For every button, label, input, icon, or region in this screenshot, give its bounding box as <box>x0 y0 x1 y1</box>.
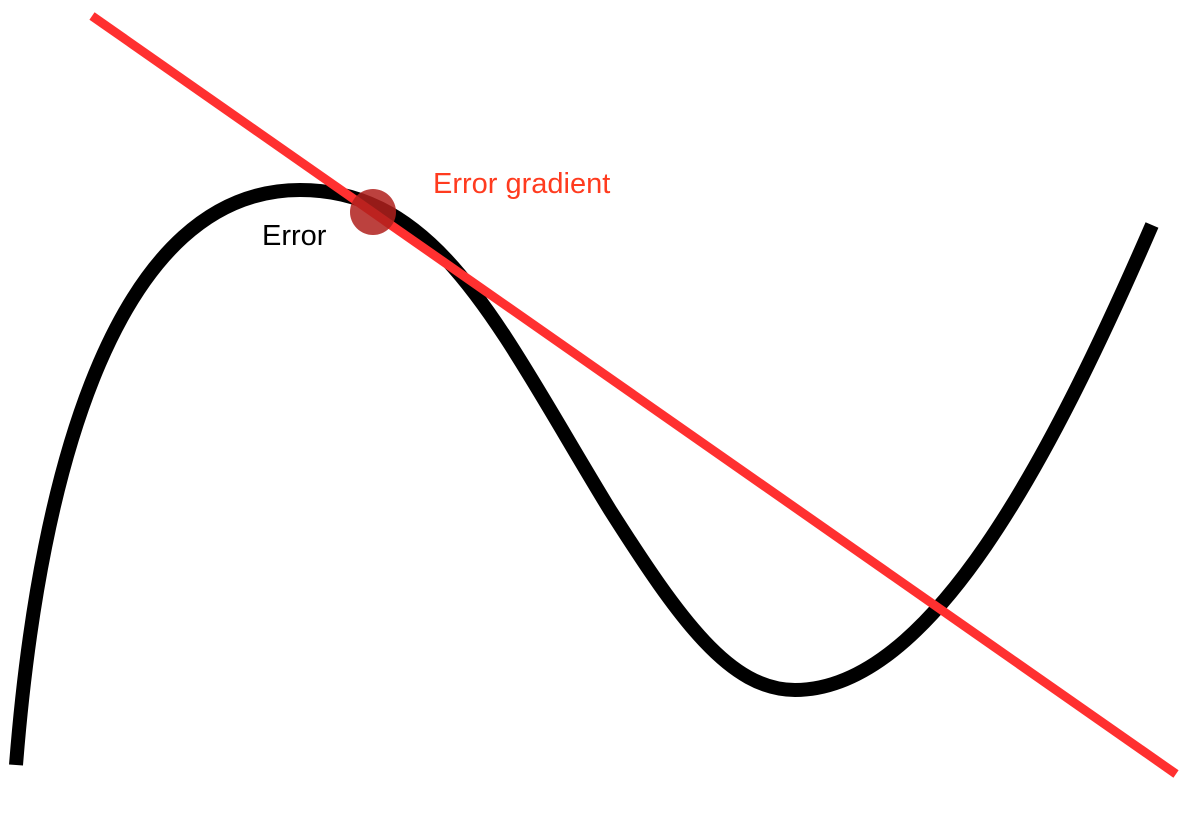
error-gradient-label: Error gradient <box>433 168 611 200</box>
error-gradient-line <box>89 12 1179 778</box>
error-curve <box>9 183 1159 766</box>
error-point <box>350 189 396 235</box>
error-label: Error <box>262 220 327 252</box>
